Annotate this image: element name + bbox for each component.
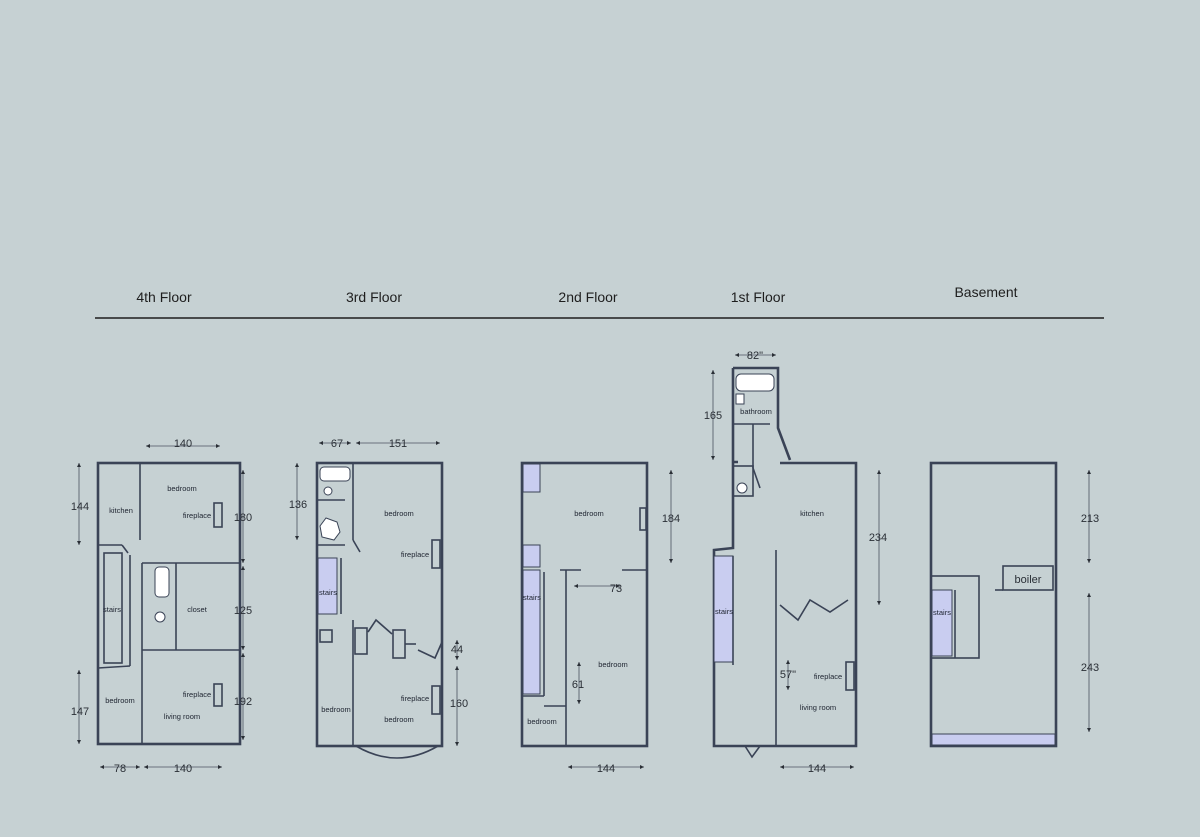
room-label-fireplace: fireplace bbox=[183, 690, 211, 699]
dimension-label: 234 bbox=[869, 532, 887, 544]
room-label-living-room: living room bbox=[164, 712, 200, 721]
room-label-bedroom: bedroom bbox=[527, 717, 557, 726]
bathtub-icon bbox=[735, 373, 775, 392]
title-4th-floor: 4th Floor bbox=[136, 289, 192, 305]
room-label-living-room: living room bbox=[800, 703, 836, 712]
toilet-icon bbox=[736, 482, 748, 494]
dimension-label: 61 bbox=[572, 679, 584, 691]
outer-wall bbox=[96, 461, 242, 746]
room-label-bedroom: bedroom bbox=[598, 660, 628, 669]
stairs-fill bbox=[931, 589, 953, 657]
bathtub-icon bbox=[154, 566, 170, 598]
bathtub-icon bbox=[319, 466, 351, 482]
room-label-bedroom: bedroom bbox=[105, 696, 135, 705]
room-label-fireplace: fireplace bbox=[401, 694, 429, 703]
title-2nd-floor: 2nd Floor bbox=[558, 289, 617, 305]
outer-wall bbox=[712, 366, 858, 748]
dimension-label: 144 bbox=[808, 763, 826, 775]
plan-2nd-floor: bedroom stairs bedroom bedroom 184 73 61… bbox=[520, 461, 680, 775]
fireplace-box bbox=[639, 507, 647, 531]
boiler-box bbox=[1002, 565, 1054, 591]
room-label-stairs: stairs bbox=[715, 607, 733, 616]
dimension-label: 44 bbox=[451, 644, 463, 656]
toilet-icon bbox=[154, 611, 166, 623]
plan-1st-floor: bathroom kitchen stairs fireplace living… bbox=[704, 350, 887, 775]
room-label-bedroom: bedroom bbox=[384, 509, 414, 518]
room-label-closet: closet bbox=[187, 605, 208, 614]
plan-basement: boiler stairs 213 243 bbox=[929, 461, 1099, 748]
sink-icon bbox=[735, 393, 745, 405]
room-label-bedroom: bedroom bbox=[321, 705, 351, 714]
dimension-label: 192 bbox=[234, 696, 252, 708]
room-label-stairs: stairs bbox=[523, 593, 541, 602]
plan-4th-floor: kitchen bedroom fireplace stairs closet … bbox=[71, 438, 252, 775]
dimension-label: 144 bbox=[71, 501, 89, 513]
dimension-label: 213 bbox=[1081, 513, 1099, 525]
toilet-icon bbox=[323, 486, 333, 496]
room-label-fireplace: fireplace bbox=[401, 550, 429, 559]
stairs-box bbox=[103, 552, 123, 664]
room-label-bedroom: bedroom bbox=[384, 715, 414, 724]
room-label-boiler: boiler bbox=[1015, 574, 1042, 586]
dimension-label: 160 bbox=[450, 698, 468, 710]
fireplace-box bbox=[213, 502, 223, 528]
dimension-label: 136 bbox=[289, 499, 307, 511]
dimension-label: 82" bbox=[747, 350, 763, 362]
stairs-fill bbox=[522, 463, 541, 493]
room-label-fireplace: fireplace bbox=[814, 672, 842, 681]
dimension-label: 243 bbox=[1081, 662, 1099, 674]
room-label-fireplace: fireplace bbox=[183, 511, 211, 520]
room-label-bathroom: bathroom bbox=[740, 407, 772, 416]
dimension-label: 67 bbox=[331, 438, 343, 450]
dimension-label: 140 bbox=[174, 763, 192, 775]
fireplace-box bbox=[845, 661, 855, 691]
stairs-fill bbox=[522, 569, 541, 695]
room-label-stairs: stairs bbox=[103, 605, 121, 614]
bay-window bbox=[355, 745, 439, 759]
outer-wall bbox=[520, 461, 649, 748]
fireplace-box bbox=[431, 539, 441, 569]
room-label-kitchen: kitchen bbox=[109, 506, 133, 515]
dimension-label: 144 bbox=[597, 763, 615, 775]
title-1st-floor: 1st Floor bbox=[731, 289, 786, 305]
shower-icon bbox=[319, 517, 341, 541]
room-label-kitchen: kitchen bbox=[800, 509, 824, 518]
dimension-label: 151 bbox=[389, 438, 407, 450]
title-basement: Basement bbox=[954, 284, 1017, 300]
room-label-stairs: stairs bbox=[319, 588, 337, 597]
room-label-bedroom: bedroom bbox=[574, 509, 604, 518]
dimension-label: 73 bbox=[610, 583, 622, 595]
stairs-fill bbox=[317, 557, 338, 615]
title-3rd-floor: 3rd Floor bbox=[346, 289, 402, 305]
room-label-stairs: stairs bbox=[933, 608, 951, 617]
dimension-label: 184 bbox=[662, 513, 680, 525]
basement-strip bbox=[931, 733, 1056, 746]
dimension-label: 180 bbox=[234, 512, 252, 524]
outer-wall bbox=[315, 461, 444, 748]
plan-3rd-floor: bedroom fireplace stairs fireplace bedro… bbox=[289, 438, 468, 759]
dimension-label: 78 bbox=[114, 763, 126, 775]
dimension-label: 140 bbox=[174, 438, 192, 450]
dimension-label: 57" bbox=[780, 669, 796, 681]
dimension-label: 165 bbox=[704, 410, 722, 422]
room-label-bedroom: bedroom bbox=[167, 484, 197, 493]
dimension-label: 147 bbox=[71, 706, 89, 718]
dimension-label: 125 bbox=[234, 605, 252, 617]
